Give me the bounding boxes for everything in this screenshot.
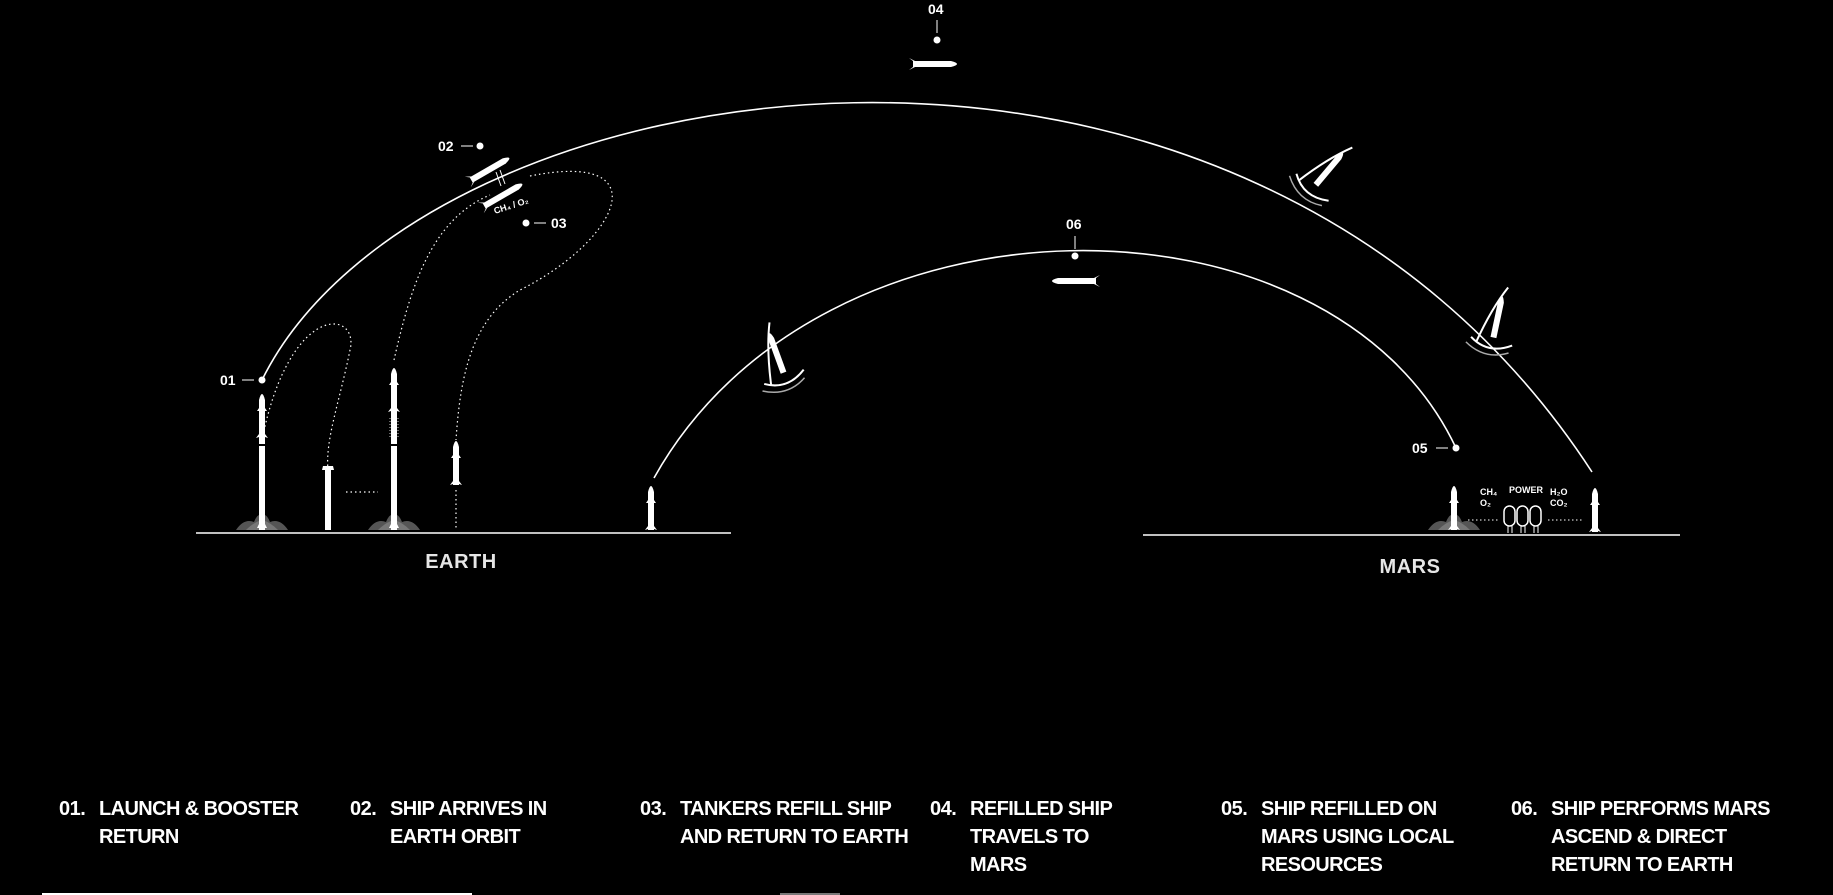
- step-number: 04.: [930, 798, 957, 820]
- step-number: 03.: [640, 798, 667, 820]
- marker-02: 02: [438, 138, 484, 154]
- step-05: 05. SHIP REFILLED ON MARS USING LOCAL RE…: [1221, 795, 1491, 879]
- power-label: POWER: [1509, 485, 1544, 495]
- divider-line: [42, 893, 472, 895]
- tanker-landing: [450, 441, 462, 485]
- step-description: SHIP REFILLED ON MARS USING LOCAL RESOUR…: [1261, 798, 1454, 876]
- step-06: 06. SHIP PERFORMS MARS ASCEND & DIRECT R…: [1511, 795, 1781, 879]
- step-number: 06.: [1511, 798, 1538, 820]
- tanker-return-path: [455, 170, 613, 441]
- svg-text:06: 06: [1066, 216, 1082, 232]
- ship-launch-mars-return: [645, 486, 657, 530]
- marker-05: 05: [1412, 440, 1460, 456]
- ship-ascending-01: [256, 394, 268, 438]
- step-number: 02.: [350, 798, 377, 820]
- tanker-ascent-path: [393, 194, 491, 361]
- step-description: LAUNCH & BOOSTER RETURN: [99, 798, 299, 848]
- step-number: 01.: [59, 798, 86, 820]
- booster-return-path: [261, 323, 352, 471]
- h2o-label: H₂O: [1550, 487, 1568, 497]
- ship-mars-entry: [1283, 127, 1366, 213]
- tanker-ascending: [388, 368, 400, 412]
- launch-stack-2: [368, 406, 420, 530]
- marker-04: 04: [928, 1, 944, 44]
- svg-text:05: 05: [1412, 440, 1428, 456]
- ship-transit-to-mars: [909, 58, 957, 70]
- svg-text:03: 03: [551, 215, 567, 231]
- step-number: 05.: [1221, 798, 1248, 820]
- divider-line: [780, 893, 840, 895]
- step-03: 03. TANKERS REFILL SHIP AND RETURN TO EA…: [640, 795, 910, 851]
- marker-03: 03: [522, 215, 567, 231]
- steps-legend: 01. LAUNCH & BOOSTER RETURN 02. SHIP ARR…: [0, 795, 1833, 895]
- returning-booster: [322, 466, 334, 530]
- earth-label: EARTH: [425, 551, 496, 573]
- step-description: SHIP ARRIVES IN EARTH ORBIT: [390, 798, 547, 848]
- marker-06: 06: [1066, 216, 1082, 260]
- mars-launch-ship: [1428, 486, 1480, 530]
- svg-text:01: 01: [220, 372, 236, 388]
- ch4-label: CH₄: [1480, 487, 1497, 497]
- step-description: SHIP PERFORMS MARS ASCEND & DIRECT RETUR…: [1551, 798, 1770, 876]
- mars-label: MARS: [1380, 556, 1441, 578]
- step-02: 02. SHIP ARRIVES IN EARTH ORBIT: [350, 795, 620, 851]
- co2-label: CO₂: [1550, 498, 1568, 508]
- marker-01: 01: [220, 372, 266, 388]
- ship-mars-landing: [1463, 280, 1525, 360]
- trajectory-earth-to-mars: [261, 101, 1593, 473]
- o2-label: O₂: [1480, 498, 1491, 508]
- propellant-plant: CH₄ O₂ POWER H₂O CO₂: [1468, 485, 1582, 533]
- step-description: REFILLED SHIP TRAVELS TO MARS: [970, 798, 1112, 876]
- svg-text:02: 02: [438, 138, 454, 154]
- mars-landed-ship: [1589, 488, 1601, 532]
- step-description: TANKERS REFILL SHIP AND RETURN TO EARTH: [680, 798, 909, 848]
- trajectory-mars-to-earth: [653, 249, 1457, 479]
- ship-transit-to-earth: [1052, 275, 1100, 287]
- svg-text:04: 04: [928, 1, 944, 17]
- step-01: 01. LAUNCH & BOOSTER RETURN: [59, 795, 329, 851]
- step-04: 04. REFILLED SHIP TRAVELS TO MARS: [930, 795, 1200, 879]
